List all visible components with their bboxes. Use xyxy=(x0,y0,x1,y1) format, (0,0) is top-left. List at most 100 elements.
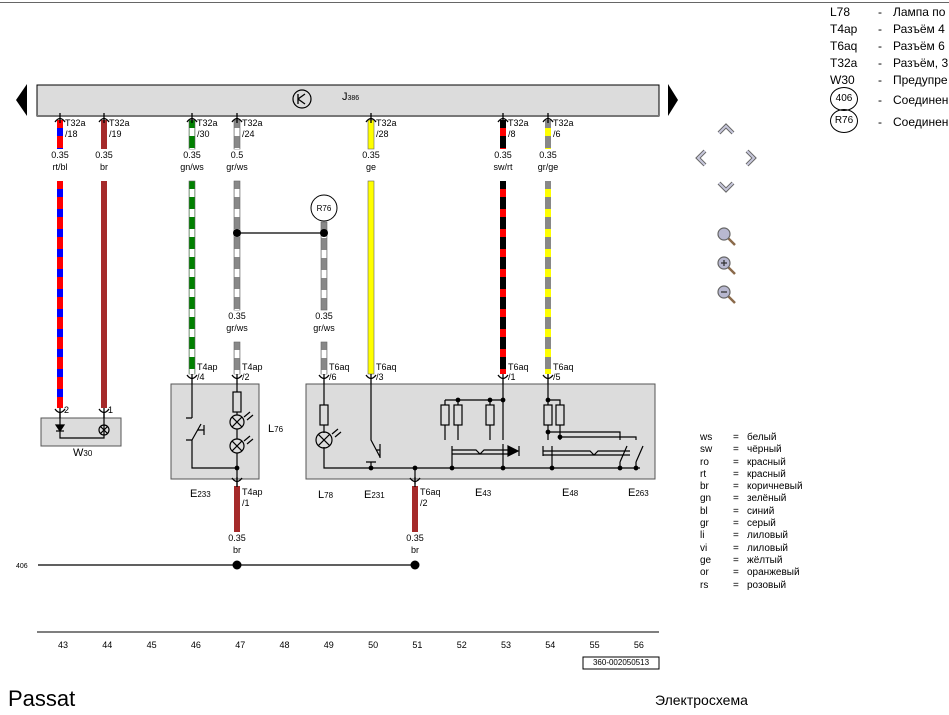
legend-text: Предупре xyxy=(893,73,948,87)
color-name: синий xyxy=(747,505,775,517)
color-abbr: br xyxy=(700,481,709,493)
wire-color-code: br xyxy=(411,545,419,555)
wire-color-code: rt/bl xyxy=(52,162,67,172)
legend-dash: - xyxy=(878,56,882,70)
end-connector-pin: /6 xyxy=(329,372,337,382)
color-name: розовый xyxy=(747,579,787,591)
end-connector-pin: 2 xyxy=(64,405,69,415)
connector-pin: /28 xyxy=(376,129,389,139)
pan-down-icon[interactable] xyxy=(716,177,736,202)
color-abbr: ro xyxy=(700,456,709,468)
color-abbr: rt xyxy=(700,468,707,480)
component-label-e43: E43 xyxy=(475,487,492,499)
color-abbr: bl xyxy=(700,505,708,517)
component-label-e231: E231 xyxy=(364,489,385,501)
legend-code: T4ap xyxy=(830,22,858,36)
connector-label: T32a xyxy=(109,118,130,128)
wire-size: 0.5 xyxy=(231,150,244,160)
legend-dash: - xyxy=(878,73,882,87)
color-name: красный xyxy=(747,456,786,468)
wire-color-code: gn/ws xyxy=(180,162,204,172)
color-legend-row: vi=лиловый xyxy=(700,543,820,555)
color-legend-row: rt=красный xyxy=(700,469,820,481)
wire-color-code: gr/ws xyxy=(313,323,335,333)
color-legend-row: bl=синий xyxy=(700,506,820,518)
ref-number-box xyxy=(582,656,660,670)
wire-color-code: br xyxy=(233,545,241,555)
scale-number: 51 xyxy=(412,640,422,650)
equals: = xyxy=(733,554,739,566)
scroll-left-arrow[interactable] xyxy=(16,84,27,116)
connector-pin: /18 xyxy=(65,129,78,139)
wire-size: 0.35 xyxy=(51,150,69,160)
equals: = xyxy=(733,518,739,530)
pan-right-icon[interactable] xyxy=(741,148,761,173)
scale-number: 53 xyxy=(501,640,511,650)
connector-pin: /2 xyxy=(420,498,428,508)
end-connector-pin: /3 xyxy=(376,372,384,382)
legend-dash: - xyxy=(878,39,882,53)
w30-box xyxy=(40,417,122,447)
wire-size: 0.35 xyxy=(494,150,512,160)
connector-pin: /6 xyxy=(553,129,561,139)
connector-label: T4ap xyxy=(242,487,263,497)
end-connector-label: T6aq xyxy=(329,362,350,372)
connector-pin: /30 xyxy=(197,129,210,139)
equals: = xyxy=(733,567,739,579)
color-abbr: sw xyxy=(700,444,713,456)
wire-color-code: gr/ws xyxy=(226,162,248,172)
end-connector-pin: 1 xyxy=(108,405,113,415)
connector-label: T32a xyxy=(197,118,218,128)
color-abbr: ws xyxy=(700,432,713,443)
legend-text: Соединен xyxy=(893,115,949,129)
scale-number: 44 xyxy=(102,640,112,650)
component-label-w30: W30 xyxy=(73,447,93,459)
wire-size: 0.35 xyxy=(228,533,246,543)
color-abbr: li xyxy=(700,530,705,542)
pan-up-icon[interactable] xyxy=(716,120,736,145)
pan-left-icon[interactable] xyxy=(692,148,712,173)
color-abbr: vi xyxy=(700,542,708,554)
zoom-out-icon[interactable] xyxy=(716,284,738,311)
legend-text: Разъём 6 xyxy=(893,39,945,53)
scroll-right-arrow[interactable] xyxy=(668,84,678,116)
zoom-in-icon[interactable] xyxy=(716,255,738,282)
color-name: красный xyxy=(747,468,786,480)
connector-pin: /24 xyxy=(242,129,255,139)
connector-pin: /19 xyxy=(109,129,122,139)
wire-size: 0.35 xyxy=(362,150,380,160)
wire-color-code: ge xyxy=(366,162,376,172)
legend-text: Разъём 4 xyxy=(893,22,945,36)
wire-size: 0.35 xyxy=(228,311,246,321)
connector-label: T32a xyxy=(242,118,263,128)
legend-code: T32a xyxy=(830,56,858,70)
color-name: зелёный xyxy=(747,493,787,505)
legend-circle-code: 406 xyxy=(830,87,858,111)
connector-label: T32a xyxy=(376,118,397,128)
color-legend-row: or=оранжевый xyxy=(700,567,820,579)
legend-circle-code: R76 xyxy=(830,109,858,133)
legend-text: Соединен xyxy=(893,93,949,107)
legend-code: L78 xyxy=(830,5,851,19)
color-name: чёрный xyxy=(747,444,782,456)
zoom-icon[interactable] xyxy=(716,226,738,253)
wire-size: 0.35 xyxy=(183,150,201,160)
legend-code: W30 xyxy=(830,73,855,87)
connector-pin: /8 xyxy=(508,129,516,139)
end-connector-label: T4ap xyxy=(242,362,263,372)
wire-size: 0.35 xyxy=(95,150,113,160)
wire-color-code: gr/ge xyxy=(538,162,559,172)
ground-symbol-icon xyxy=(292,89,312,109)
e233-l76-box xyxy=(170,383,260,480)
equals: = xyxy=(733,432,739,443)
ref-number: 360-002050513 xyxy=(593,658,650,667)
equals: = xyxy=(733,579,739,591)
wire-size: 0.35 xyxy=(539,150,557,160)
